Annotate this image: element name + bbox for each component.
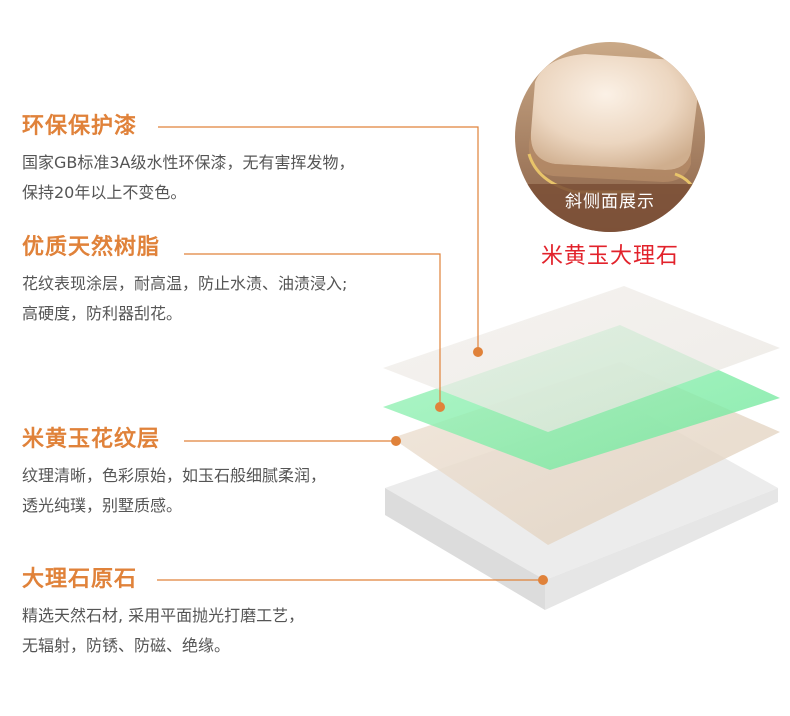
feature-desc-line: 无辐射，防锈、防磁、绝缘。 [22, 636, 231, 655]
feature-desc-line: 纹理清晰，色彩原始，如玉石般细腻柔润， [22, 466, 327, 485]
feature-desc: 精选天然石材, 采用平面抛光打磨工艺， 无辐射，防锈、防磁、绝缘。 [22, 601, 304, 661]
feature-title: 优质天然树脂 [22, 235, 161, 260]
feature-title: 大理石原石 [22, 567, 138, 592]
feature-resin: 优质天然树脂 花纹表现涂层，耐高温，防止水渍、油渍浸入; 高硬度，防利器刮花。 [22, 233, 347, 329]
feature-title: 环保保护漆 [22, 114, 138, 139]
feature-desc-line: 国家GB标准3A级水性环保漆，无有害挥发物， [22, 153, 355, 172]
feature-desc-line: 透光纯璞，别墅质感。 [22, 496, 183, 515]
photo-caption: 斜侧面展示 [565, 192, 655, 212]
feature-jade-pattern: 米黄玉花纹层 纹理清晰，色彩原始，如玉石般细腻柔润， 透光纯璞，别墅质感。 [22, 425, 326, 521]
lacquer-layer [383, 286, 780, 432]
feature-marble: 大理石原石 精选天然石材, 采用平面抛光打磨工艺， 无辐射，防锈、防磁、绝缘。 [22, 565, 304, 661]
leader-lines [157, 126, 543, 581]
leader-dot-2 [435, 402, 445, 412]
stone-name-label: 米黄玉大理石 [540, 244, 679, 269]
leader-dot-3 [391, 436, 401, 446]
feature-desc-line: 花纹表现涂层，耐高温，防止水渍、油渍浸入; [22, 274, 348, 293]
feature-desc: 国家GB标准3A级水性环保漆，无有害挥发物， 保持20年以上不变色。 [22, 148, 355, 208]
feature-desc-line: 保持20年以上不变色。 [22, 183, 187, 202]
feature-desc-line: 高硬度，防利器刮花。 [22, 304, 183, 323]
leader-line-2 [184, 253, 441, 407]
product-detail-photo: 斜侧面展示 [515, 42, 705, 232]
feature-title: 米黄玉花纹层 [22, 427, 161, 452]
feature-desc: 纹理清晰，色彩原始，如玉石般细腻柔润， 透光纯璞，别墅质感。 [22, 461, 326, 521]
marble-corner-image [515, 42, 705, 232]
feature-lacquer: 环保保护漆 国家GB标准3A级水性环保漆，无有害挥发物， 保持20年以上不变色。 [22, 112, 355, 208]
leader-dot-1 [473, 347, 483, 357]
leader-dot-4 [538, 575, 548, 585]
feature-desc-line: 精选天然石材, 采用平面抛光打磨工艺， [22, 606, 305, 625]
leader-line-1 [158, 126, 479, 352]
feature-desc: 花纹表现涂层，耐高温，防止水渍、油渍浸入; 高硬度，防利器刮花。 [22, 269, 347, 329]
